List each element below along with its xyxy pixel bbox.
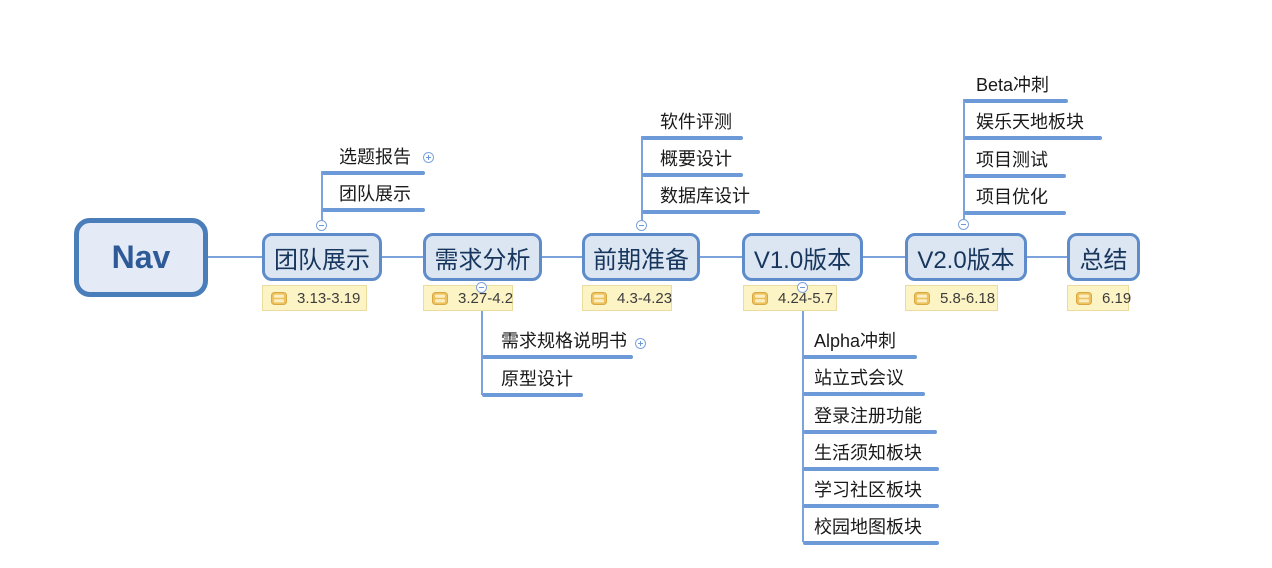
task-date-icon	[1076, 291, 1092, 305]
branch-line-v2	[963, 99, 965, 221]
date-text: 4.24-5.7	[778, 289, 834, 307]
collapse-icon[interactable]	[797, 282, 808, 293]
topic-node-v1[interactable]: V1.0版本	[742, 233, 863, 281]
subtopic-underline	[964, 174, 1066, 178]
date-label-v2[interactable]: 5.8-6.18	[905, 285, 998, 311]
topic-node-v2[interactable]: V2.0版本	[905, 233, 1027, 281]
expand-icon[interactable]	[423, 152, 434, 163]
collapse-icon[interactable]	[958, 219, 969, 230]
subtopic-underline	[964, 136, 1102, 140]
date-label-preparation[interactable]: 4.3-4.23	[582, 285, 672, 311]
subtopic-underline	[803, 355, 917, 359]
subtopic-beta-sprint[interactable]: Beta冲刺	[976, 75, 1050, 95]
subtopic-underline	[642, 173, 743, 177]
date-label-requirements[interactable]: 3.27-4.2	[423, 285, 513, 311]
subtopic-software-review[interactable]: 软件评测	[660, 112, 732, 132]
collapse-icon[interactable]	[476, 282, 487, 293]
task-date-icon	[271, 291, 287, 305]
subtopic-requirements-spec[interactable]: 需求规格说明书	[501, 331, 627, 351]
date-text: 4.3-4.23	[617, 289, 673, 307]
task-date-icon	[432, 291, 448, 305]
date-text: 3.13-3.19	[297, 289, 361, 307]
task-date-icon	[591, 291, 607, 305]
subtopic-underline	[482, 393, 583, 397]
collapse-icon[interactable]	[636, 220, 647, 231]
topic-label: 前期准备	[593, 246, 689, 274]
branch-line-preparation	[641, 136, 643, 221]
subtopic-underline	[482, 355, 633, 359]
topic-label: 团队展示	[274, 246, 370, 274]
branch-line-requirements	[481, 311, 483, 395]
subtopic-outline-design[interactable]: 概要设计	[660, 149, 732, 169]
subtopic-login-register[interactable]: 登录注册功能	[814, 406, 922, 426]
topic-label: 总结	[1079, 246, 1128, 274]
subtopic-underline	[964, 99, 1068, 103]
subtopic-underline	[803, 467, 939, 471]
subtopic-underline	[322, 171, 425, 175]
subtopic-study-community-module[interactable]: 学习社区板块	[814, 480, 922, 500]
subtopic-underline	[803, 392, 925, 396]
subtopic-underline	[964, 211, 1066, 215]
subtopic-alpha-sprint[interactable]: Alpha冲刺	[814, 331, 897, 351]
subtopic-topic-report[interactable]: 选题报告	[339, 147, 411, 167]
subtopic-project-optimization[interactable]: 项目优化	[976, 187, 1048, 207]
subtopic-underline	[803, 430, 937, 434]
branch-line-v1	[802, 311, 804, 542]
date-label-v1[interactable]: 4.24-5.7	[743, 285, 837, 311]
subtopic-database-design[interactable]: 数据库设计	[660, 186, 750, 206]
collapse-icon[interactable]	[316, 220, 327, 231]
subtopic-underline	[642, 136, 743, 140]
subtopic-standup-meeting[interactable]: 站立式会议	[814, 368, 904, 388]
root-topic-label: Nav	[111, 239, 171, 275]
topic-node-preparation[interactable]: 前期准备	[582, 233, 700, 281]
expand-icon[interactable]	[635, 338, 646, 349]
topic-label: V2.0版本	[917, 246, 1015, 274]
subtopic-entertainment-module[interactable]: 娱乐天地板块	[976, 112, 1084, 132]
subtopic-underline	[642, 210, 760, 214]
subtopic-team-show[interactable]: 团队展示	[339, 184, 411, 204]
date-text: 3.27-4.2	[458, 289, 514, 307]
topic-node-requirements-analysis[interactable]: 需求分析	[423, 233, 542, 281]
subtopic-underline	[322, 208, 425, 212]
date-text: 5.8-6.18	[940, 289, 996, 307]
subtopic-prototype-design[interactable]: 原型设计	[501, 369, 573, 389]
branch-line-team-show	[321, 171, 323, 221]
subtopic-life-notice-module[interactable]: 生活须知板块	[814, 443, 922, 463]
topic-node-team-show[interactable]: 团队展示	[262, 233, 382, 281]
date-label-summary[interactable]: 6.19	[1067, 285, 1132, 311]
task-date-icon	[752, 291, 768, 305]
date-text: 6.19	[1102, 289, 1132, 307]
date-label-team-show[interactable]: 3.13-3.19	[262, 285, 367, 311]
topic-node-summary[interactable]: 总结	[1067, 233, 1140, 281]
task-date-icon	[914, 291, 930, 305]
subtopic-project-testing[interactable]: 项目测试	[976, 150, 1048, 170]
subtopic-underline	[803, 541, 939, 545]
topic-label: V1.0版本	[753, 246, 852, 274]
root-topic-node[interactable]: Nav	[74, 218, 208, 297]
topic-label: 需求分析	[434, 246, 531, 274]
subtopic-underline	[803, 504, 939, 508]
subtopic-campus-map-module[interactable]: 校园地图板块	[814, 517, 922, 537]
